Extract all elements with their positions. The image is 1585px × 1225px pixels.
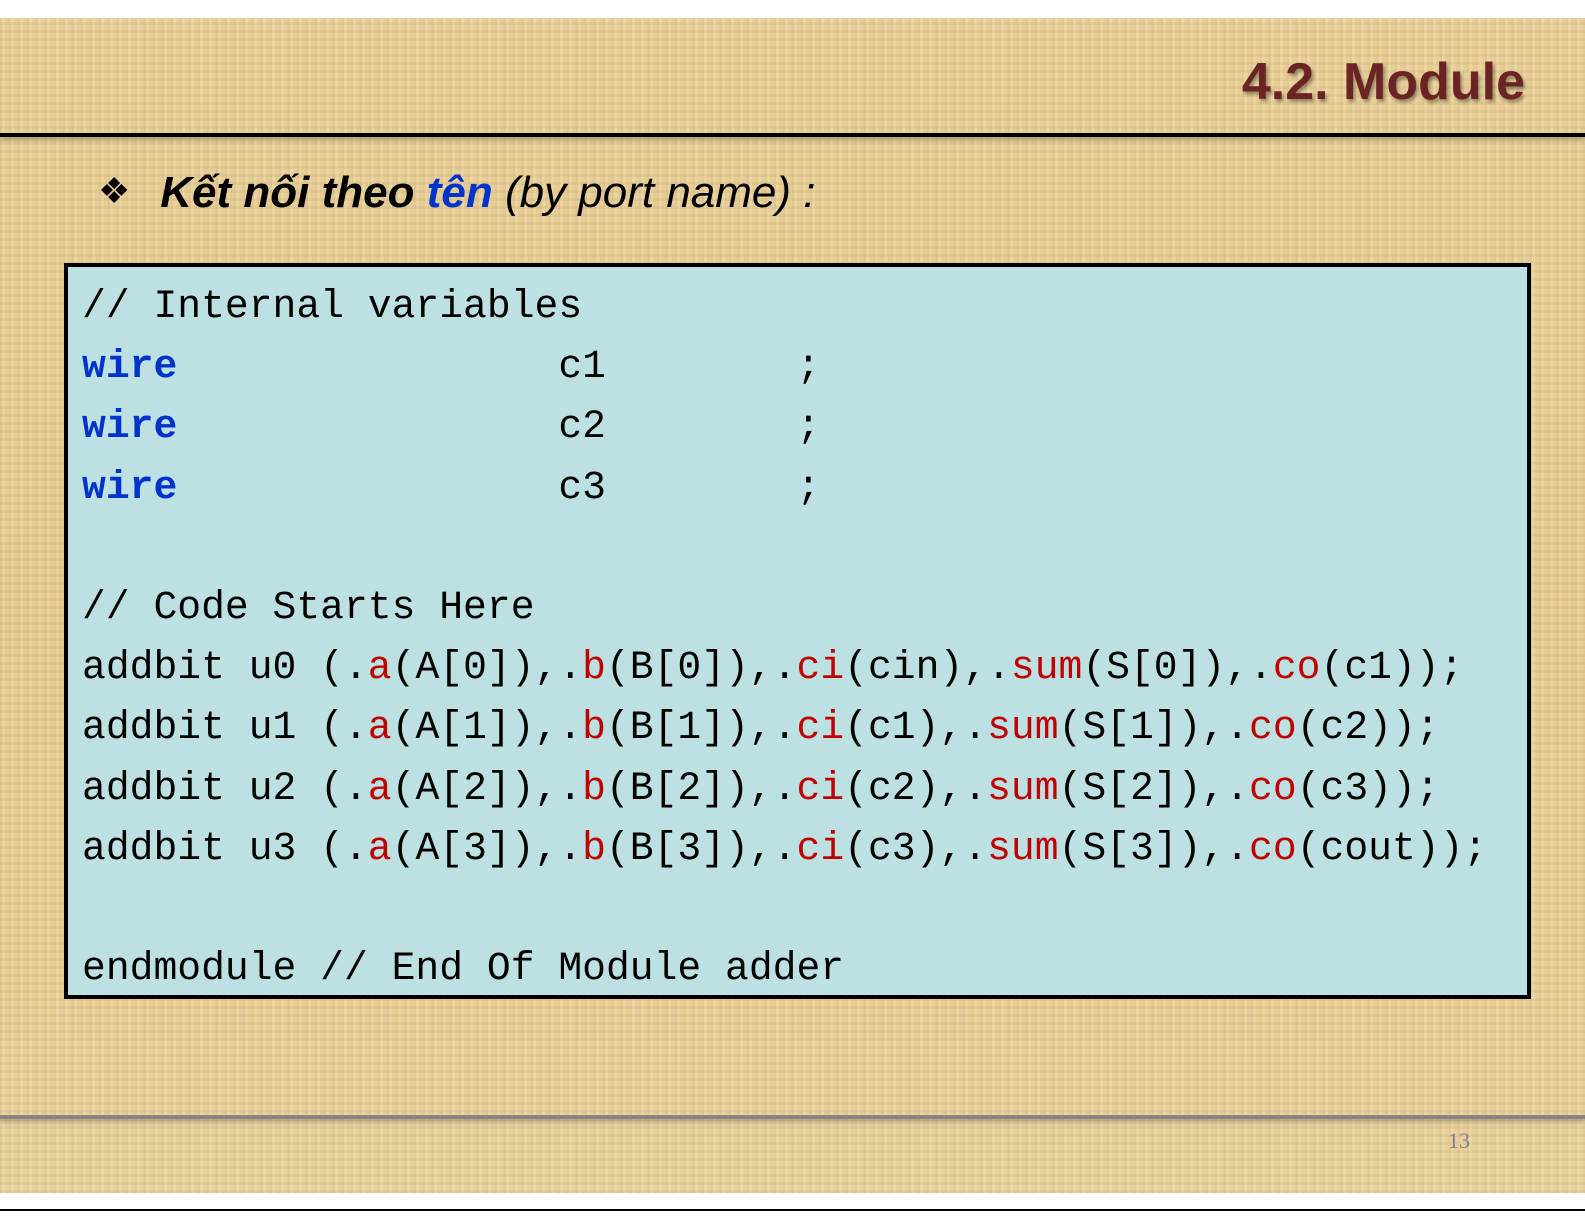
code-port-name: ci — [796, 825, 845, 871]
code-token: addbit u0 (. — [82, 645, 368, 691]
code-port-name: sum — [987, 825, 1059, 871]
code-line: wire c1 ; — [82, 337, 1487, 397]
code-port-name: ci — [796, 765, 845, 811]
page-border — [0, 1209, 1585, 1211]
code-token: (c1),. — [844, 705, 988, 751]
code-line — [82, 879, 1487, 939]
code-line: addbit u2 (.a(A[2]),.b(B[2]),.ci(c2),.su… — [82, 759, 1487, 819]
code-token: addbit u1 (. — [82, 705, 368, 751]
code-token: (c3),. — [844, 825, 988, 871]
code-line: wire c3 ; — [82, 458, 1487, 518]
code-token: (A[1]),. — [391, 705, 583, 751]
code-port-name: a — [367, 645, 392, 691]
code-port-name: sum — [1010, 645, 1083, 691]
bullet-heading: ❖ Kết nối theo tên (by port name) : — [98, 168, 816, 218]
code-line: addbit u1 (.a(A[1]),.b(B[1]),.ci(c1),.su… — [82, 698, 1487, 758]
code-line — [82, 518, 1487, 578]
code-token: endmodule // End Of Module adder — [82, 946, 845, 992]
code-token: addbit u3 (. — [82, 825, 368, 871]
code-token: (S[3]),. — [1058, 825, 1250, 871]
code-token: (B[3]),. — [605, 825, 797, 871]
code-token: (S[0]),. — [1082, 645, 1273, 691]
code-token: (c3)); — [1296, 765, 1440, 811]
code-port-name: ci — [796, 645, 845, 691]
code-port-name: co — [1249, 765, 1297, 811]
code-line: addbit u0 (.a(A[0]),.b(B[0]),.ci(cin),.s… — [82, 638, 1487, 698]
bullet-highlight: tên — [426, 168, 493, 217]
code-port-name: b — [582, 825, 606, 871]
code-token: c2 ; — [177, 404, 821, 450]
slide: 4.2. Module ❖ Kết nối theo tên (by port n… — [0, 18, 1585, 1193]
code-token: (B[0]),. — [605, 645, 797, 691]
bullet-text-2: (by port name) : — [492, 168, 816, 217]
code-line: endmodule // End Of Module adder — [82, 939, 1487, 999]
code-token: (A[0]),. — [391, 645, 583, 691]
code-token: (S[2]),. — [1058, 765, 1250, 811]
code-token: addbit u2 (. — [82, 765, 368, 811]
code-token: (A[3]),. — [391, 825, 583, 871]
code-port-name: sum — [987, 765, 1059, 811]
code-line: // Internal variables — [82, 277, 1487, 337]
code-keyword: wire — [82, 464, 178, 510]
code-port-name: a — [367, 705, 392, 751]
code-token: (B[2]),. — [605, 765, 797, 811]
code-comment: // Internal variables — [82, 284, 583, 329]
page-number: 13 — [1448, 1128, 1470, 1153]
code-token: c1 ; — [177, 344, 821, 390]
footer-divider — [0, 1115, 1585, 1119]
code-port-name: a — [367, 825, 392, 871]
code-keyword: wire — [82, 344, 178, 390]
code-port-name: co — [1249, 705, 1297, 751]
code-port-name: b — [582, 645, 606, 691]
diamond-bullet-icon: ❖ — [98, 170, 131, 211]
code-port-name: ci — [796, 705, 845, 751]
code-port-name: b — [582, 705, 606, 751]
code-comment: // Code Starts Here — [82, 585, 535, 631]
code-token: (A[2]),. — [391, 765, 583, 811]
bullet-text-1: Kết nối theo — [160, 168, 427, 217]
code-port-name: a — [367, 765, 392, 811]
title-divider — [0, 133, 1585, 137]
code-line: addbit u3 (.a(A[3]),.b(B[3]),.ci(c3),.su… — [82, 819, 1487, 879]
code-token: (B[1]),. — [605, 705, 797, 751]
slide-title: 4.2. Module — [1241, 53, 1525, 111]
code-token: (c2),. — [844, 765, 988, 811]
code-line: wire c2 ; — [82, 397, 1487, 457]
code-token: (cout)); — [1296, 825, 1488, 871]
code-port-name: co — [1272, 645, 1321, 691]
code-token: (S[1]),. — [1058, 705, 1250, 751]
code-port-name: co — [1249, 825, 1297, 871]
code-port-name: sum — [987, 705, 1059, 751]
code-token: (c1)); — [1320, 645, 1464, 691]
code-port-name: b — [582, 765, 606, 811]
code-keyword: wire — [82, 404, 178, 450]
code-token: (c2)); — [1296, 705, 1440, 751]
code-line: // Code Starts Here — [82, 578, 1487, 638]
code-token: c3 ; — [177, 464, 821, 510]
code-token: (cin),. — [844, 645, 1011, 691]
